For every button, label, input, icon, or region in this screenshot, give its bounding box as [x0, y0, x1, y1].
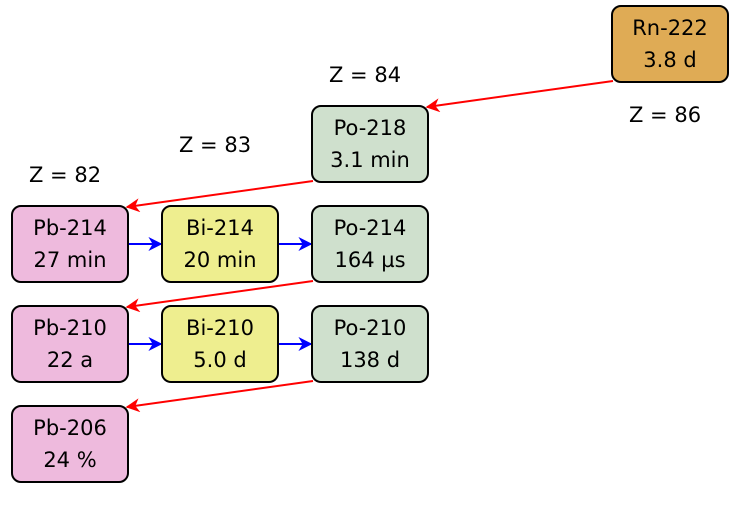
nuclide-name: Pb-214 — [33, 216, 107, 240]
alpha-decay-arrow-rn222-to-po218 — [425, 80, 614, 113]
z-label-82: Z = 82 — [29, 163, 102, 187]
z-label-83: Z = 83 — [179, 133, 252, 157]
nuclide-value: 5.0 d — [193, 348, 247, 372]
nuclide-node-pb210: Pb-210 22 a — [11, 305, 129, 383]
nuclide-node-po210: Po-210 138 d — [311, 305, 429, 383]
alpha-decay-arrow-po214-to-pb210 — [125, 280, 314, 313]
nuclide-name: Pb-206 — [33, 416, 107, 440]
nuclide-name: Po-218 — [333, 116, 407, 140]
nuclide-node-po218: Po-218 3.1 min — [311, 105, 429, 183]
nuclide-name: Po-210 — [333, 316, 407, 340]
nuclide-value: 3.1 min — [330, 148, 410, 172]
nuclide-node-bi210: Bi-210 5.0 d — [161, 305, 279, 383]
nuclide-value: 27 min — [33, 248, 107, 272]
alpha-decay-arrow-po210-to-pb206 — [125, 380, 314, 413]
nuclide-value: 3.8 d — [643, 48, 697, 72]
nuclide-name: Rn-222 — [632, 16, 708, 40]
nuclide-value: 24 % — [43, 448, 97, 472]
nuclide-name: Bi-210 — [186, 316, 254, 340]
nuclide-value: 138 d — [339, 348, 401, 372]
nuclide-name: Pb-210 — [33, 316, 107, 340]
nuclide-value: 20 min — [183, 248, 257, 272]
nuclide-node-po214: Po-214 164 µs — [311, 205, 429, 283]
nuclide-node-pb214: Pb-214 27 min — [11, 205, 129, 283]
z-label-84: Z = 84 — [329, 63, 402, 87]
nuclide-node-bi214: Bi-214 20 min — [161, 205, 279, 283]
nuclide-value: 164 µs — [334, 248, 406, 272]
nuclide-name: Bi-214 — [186, 216, 254, 240]
alpha-decay-arrow-po218-to-pb214 — [125, 180, 314, 213]
nuclide-name: Po-214 — [333, 216, 407, 240]
nuclide-value: 22 a — [46, 348, 94, 372]
nuclide-node-rn222: Rn-222 3.8 d — [611, 5, 729, 83]
nuclide-node-pb206: Pb-206 24 % — [11, 405, 129, 483]
z-label-86: Z = 86 — [629, 103, 702, 127]
